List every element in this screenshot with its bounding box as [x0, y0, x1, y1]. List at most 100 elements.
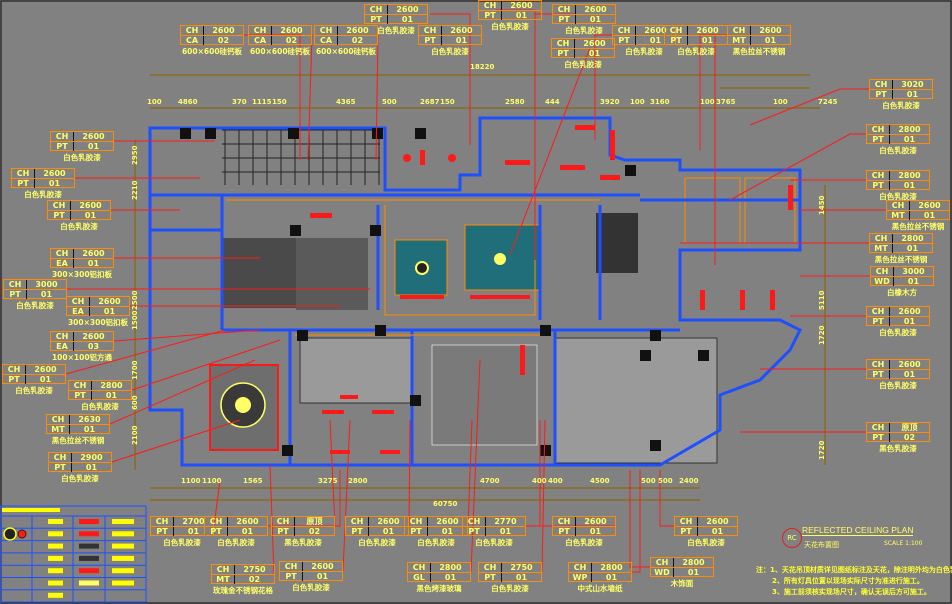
- dimension-label: 4860: [178, 98, 198, 106]
- ceiling-height-key: CH: [4, 280, 27, 289]
- ceiling-height-key: CH: [51, 249, 74, 258]
- ceiling-height-key: CH: [870, 80, 893, 89]
- ceiling-height-key: CH: [552, 39, 575, 48]
- dimension-label: 2210: [131, 180, 139, 200]
- ceiling-height: 2800: [600, 563, 623, 572]
- material-code: PT: [463, 527, 486, 536]
- dimension-label: 1100: [181, 477, 201, 485]
- structural-column: [625, 165, 636, 176]
- material-number: 01: [906, 90, 919, 99]
- ceiling-height-key: CH: [51, 332, 74, 341]
- ceiling-height: 2600: [43, 169, 66, 178]
- leader-line: [509, 47, 591, 256]
- legend-symbol: [79, 543, 99, 549]
- note-line: 2、所有灯具位置以现场实际尺寸为准进行施工。: [772, 577, 924, 585]
- dimension-label: 370: [232, 98, 247, 106]
- material-label: 白色乳胶漆: [16, 301, 54, 310]
- dimension-label: 1700: [131, 360, 139, 380]
- leader-line: [749, 88, 869, 126]
- material-number: 01: [441, 527, 454, 536]
- ceiling-height-key: CH: [479, 1, 502, 10]
- material-number: 01: [903, 317, 916, 326]
- legend-symbol: [79, 531, 99, 537]
- structural-column: [282, 445, 293, 456]
- material-label: 600×600硅钙板: [181, 47, 243, 56]
- ceiling-height: 原顶: [306, 517, 323, 526]
- material-number: 01: [103, 307, 116, 316]
- ceiling-height: 2600: [759, 26, 782, 35]
- dimension-label: 150: [272, 98, 287, 106]
- ceiling-height-key: CH: [315, 26, 338, 35]
- material-code: PT: [552, 49, 575, 58]
- material-number: 01: [589, 527, 602, 536]
- ceiling-height-key: CH: [346, 517, 369, 526]
- ceiling-height: 2800: [901, 234, 924, 243]
- ceiling-height-key: CH: [408, 563, 431, 572]
- material-code: PT: [613, 36, 636, 45]
- material-label: 黑色拉丝不锈钢: [51, 436, 105, 445]
- linear-light-icon: [560, 165, 585, 170]
- dimension-label: 3160: [650, 98, 670, 106]
- material-label: 白色乳胶漆: [417, 538, 455, 547]
- leader-line: [65, 329, 226, 375]
- material-number: 02: [248, 575, 261, 584]
- material-label: 黑色拉丝不锈钢: [732, 47, 786, 56]
- material-number: 01: [40, 290, 53, 299]
- material-label: 白色乳胶漆: [377, 26, 415, 35]
- material-code: PT: [867, 433, 890, 442]
- material-number: 03: [87, 342, 100, 351]
- material-code: PT: [3, 375, 26, 384]
- material-number: 01: [515, 573, 528, 582]
- glass-ceiling-area: [431, 344, 538, 446]
- ceiling-height-key: CH: [212, 565, 235, 574]
- dimension-label: 500: [641, 477, 656, 485]
- material-number: 02: [903, 433, 916, 442]
- material-code: PT: [479, 573, 502, 582]
- legend-description: [48, 531, 63, 537]
- structural-column: [540, 325, 551, 336]
- material-label: 白色乳胶漆: [63, 153, 101, 162]
- linear-light-icon: [505, 160, 530, 165]
- material-code: MT: [887, 211, 910, 220]
- legend-description: [112, 519, 134, 524]
- material-code: PT: [867, 135, 890, 144]
- ceiling-height-key: CH: [365, 5, 388, 14]
- drawing-title: REFLECTED CEILING PLAN: [802, 525, 914, 536]
- linear-light-icon: [770, 290, 775, 310]
- material-label: 白色乳胶漆: [879, 146, 917, 155]
- material-label: 白色乳胶漆: [564, 60, 602, 69]
- material-code: GL: [408, 573, 431, 582]
- structural-column: [297, 330, 308, 341]
- structural-column: [370, 225, 381, 236]
- central-light-icon: [235, 397, 251, 413]
- material-number: 01: [382, 527, 395, 536]
- ceiling-height: 2900: [80, 453, 103, 462]
- leader-line: [594, 34, 612, 140]
- dimension-label: 100: [630, 98, 645, 106]
- ceiling-height-key: CH: [151, 517, 174, 526]
- legend-description: [48, 543, 63, 549]
- material-label: 白色乳胶漆: [565, 26, 603, 35]
- leader-line: [659, 470, 674, 527]
- leader-line: [714, 34, 727, 265]
- material-number: 01: [316, 572, 329, 581]
- material-code: PT: [272, 527, 295, 536]
- legend-description: [48, 580, 63, 586]
- material-number: 01: [83, 425, 96, 434]
- ceiling-height-key: CH: [479, 563, 502, 572]
- dimension-label: 18220: [470, 63, 495, 71]
- material-number: 01: [39, 375, 52, 384]
- material-number: 01: [241, 527, 254, 536]
- leader-line: [342, 419, 351, 572]
- material-label: 白色乳胶漆: [431, 47, 469, 56]
